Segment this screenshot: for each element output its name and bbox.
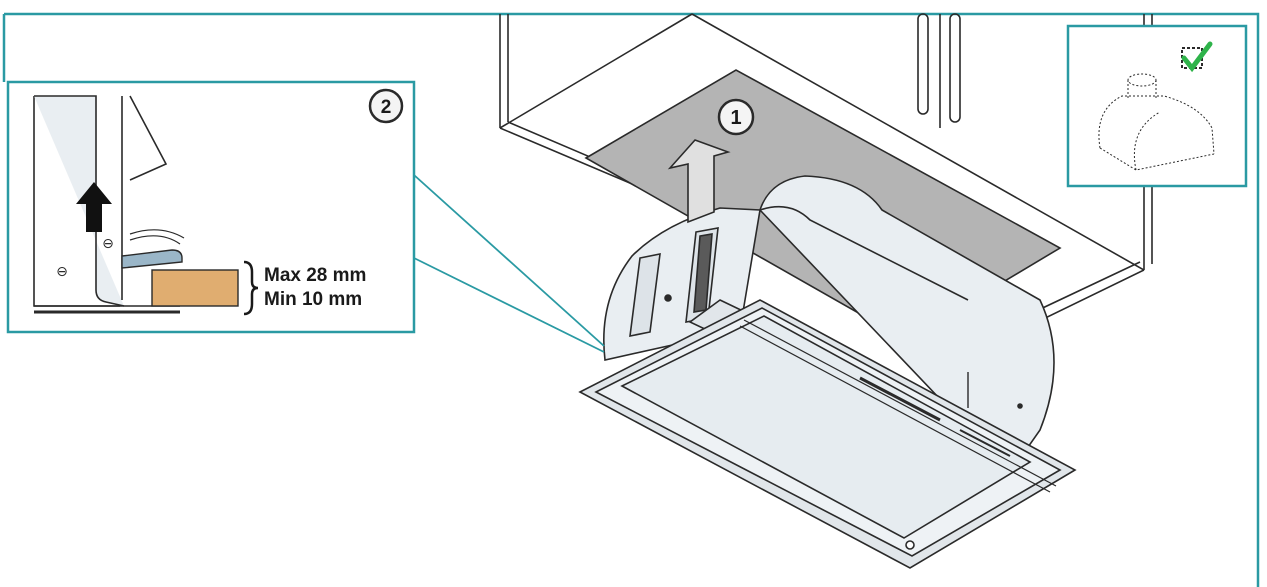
max-thickness-label: Max 28 mm: [264, 265, 366, 286]
step-marker-2: 2: [368, 88, 404, 124]
callout-lines: [413, 174, 605, 353]
hood-outline-icon: [1098, 73, 1215, 171]
arrow-up-icon: [76, 182, 112, 232]
hood-type-inset: [1066, 24, 1248, 188]
outer-frame: [2, 12, 1260, 587]
step-1-number: 1: [730, 107, 741, 129]
checkmark-icon: [1181, 41, 1213, 73]
screw-symbol-lower: ⊖: [56, 264, 68, 280]
thickness-brace: [243, 260, 259, 316]
arrow-up-icon: [667, 139, 731, 224]
lift-arrow: [667, 139, 731, 224]
screw-symbol-upper: ⊖: [102, 236, 114, 252]
detail-inset: ⊖ ⊖ Max 28 mm Min 10 mm 2: [6, 80, 416, 334]
cabinet-panel: [151, 269, 239, 307]
step-marker-1: 1: [717, 98, 755, 136]
min-thickness-label: Min 10 mm: [264, 289, 362, 310]
cooker-hood: [578, 175, 1077, 569]
step-2-number: 2: [381, 97, 392, 118]
